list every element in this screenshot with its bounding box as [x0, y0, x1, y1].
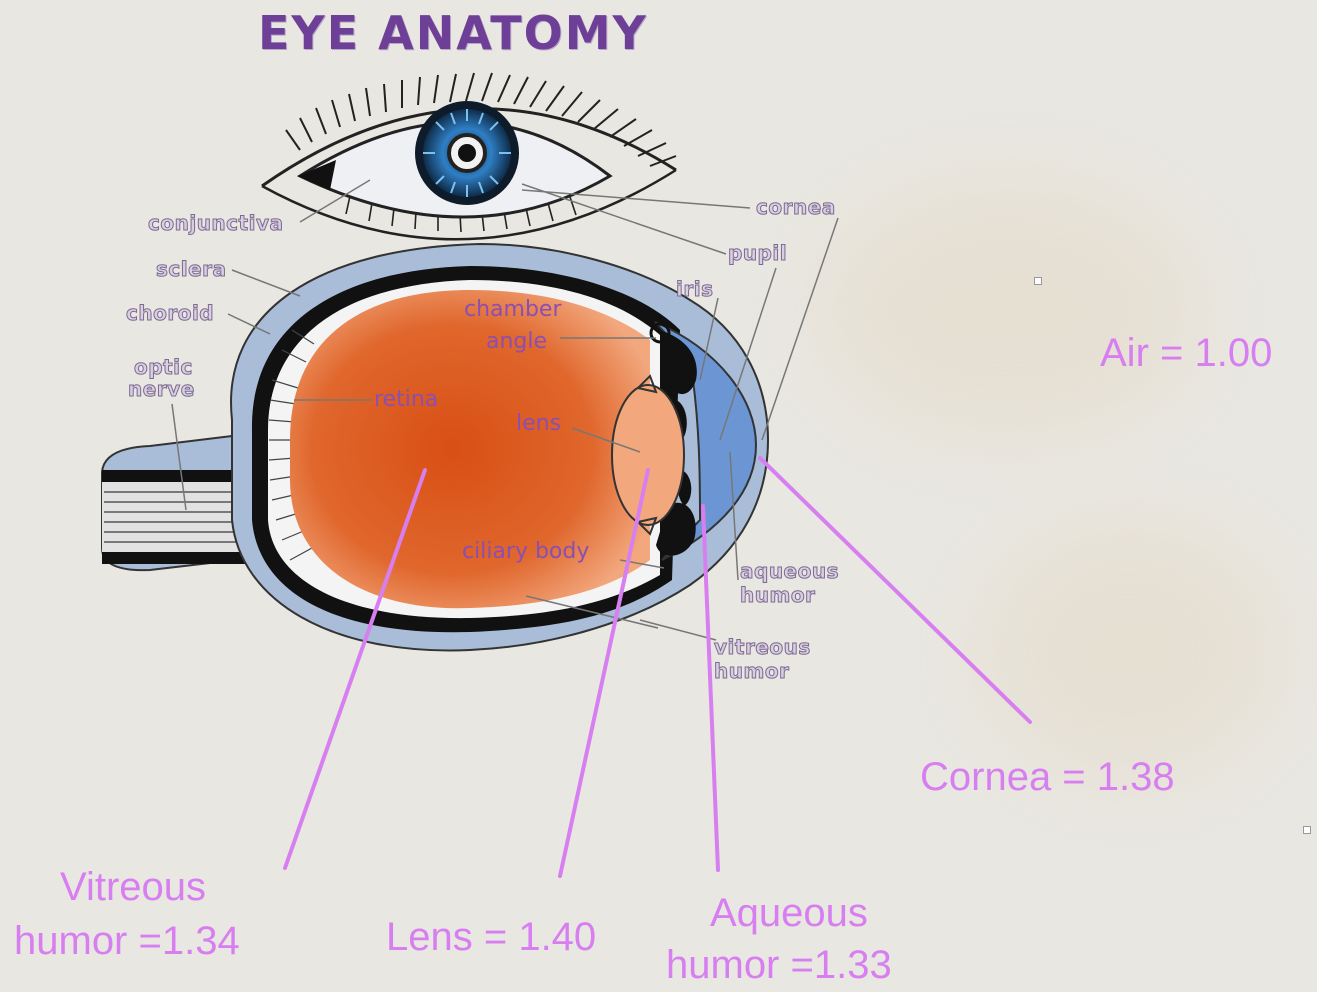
label-chamber-angle-line2: angle [486, 326, 547, 358]
label-vitreous-index-line1: Vitreous [60, 860, 206, 914]
label-aqueous-index-line1: Aqueous [710, 886, 868, 940]
label-sclera: sclera [156, 258, 227, 280]
label-aqueous-humor-line1: aqueous [740, 560, 839, 582]
front-eye [262, 73, 676, 239]
label-iris: iris [676, 278, 713, 300]
label-cornea: cornea [756, 196, 836, 218]
resize-handle[interactable] [1303, 826, 1311, 834]
label-optic-nerve-line2: nerve [128, 378, 195, 400]
label-pupil: pupil [728, 242, 787, 264]
label-ciliary-body: ciliary body [462, 536, 589, 568]
label-aqueous-humor-line2: humor [740, 584, 815, 606]
label-aqueous-index-line2: humor =1.33 [666, 938, 892, 992]
label-air-index: Air = 1.00 [1100, 326, 1272, 380]
label-vitreous-index-line2: humor =1.34 [14, 914, 240, 968]
label-chamber-angle-line1: chamber [464, 294, 562, 326]
label-vitreous-humor-line1: vitreous [714, 636, 811, 658]
resize-handle[interactable] [1034, 277, 1042, 285]
label-cornea-index: Cornea = 1.38 [920, 750, 1175, 804]
label-optic-nerve-line1: optic [134, 356, 193, 378]
label-lens-index: Lens = 1.40 [386, 910, 596, 964]
label-choroid: choroid [126, 302, 214, 324]
label-retina: retina [374, 384, 438, 416]
label-conjunctiva: conjunctiva [148, 212, 283, 234]
page-title: EYE ANATOMY [258, 6, 648, 60]
label-lens: lens [516, 408, 561, 440]
label-vitreous-humor-line2: humor [714, 660, 789, 682]
